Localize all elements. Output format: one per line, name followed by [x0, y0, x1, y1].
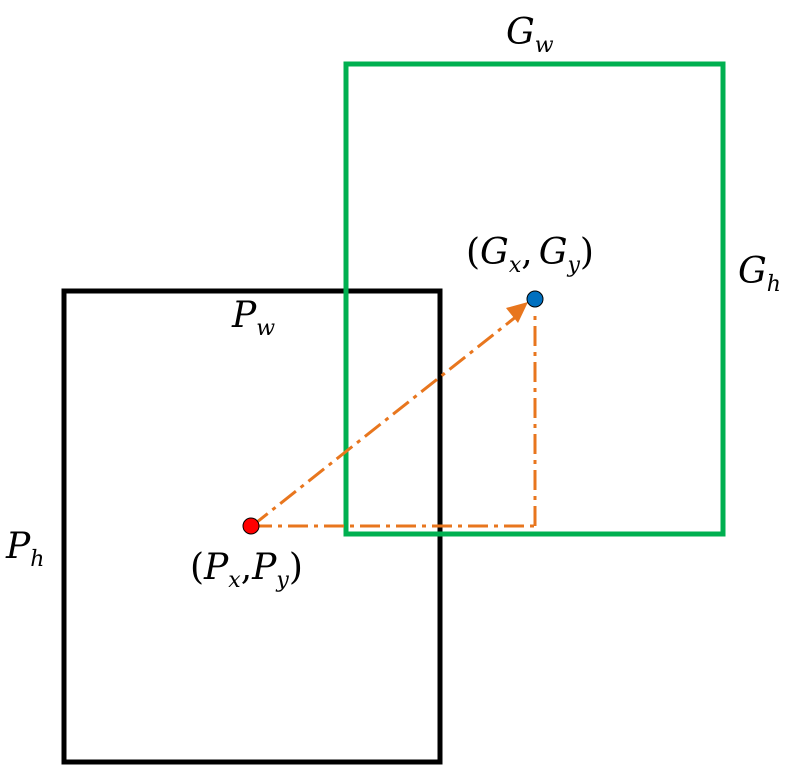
- ground-truth-box: [343, 61, 726, 537]
- prediction-center-point: [242, 517, 260, 535]
- gt-center-label: (Gx,Gy): [466, 232, 594, 278]
- gt-height-label: Gh: [738, 251, 781, 297]
- arrowhead-icon: [506, 302, 528, 323]
- ground-truth-center-point: [526, 290, 544, 308]
- pred-width-label: Pw: [231, 295, 275, 341]
- gt-width-label: Gw: [506, 12, 554, 58]
- pred-center-label: (Px,Py): [190, 547, 303, 593]
- pred-height-label: Ph: [5, 526, 44, 572]
- offset-diagonal-arrow: [251, 310, 523, 528]
